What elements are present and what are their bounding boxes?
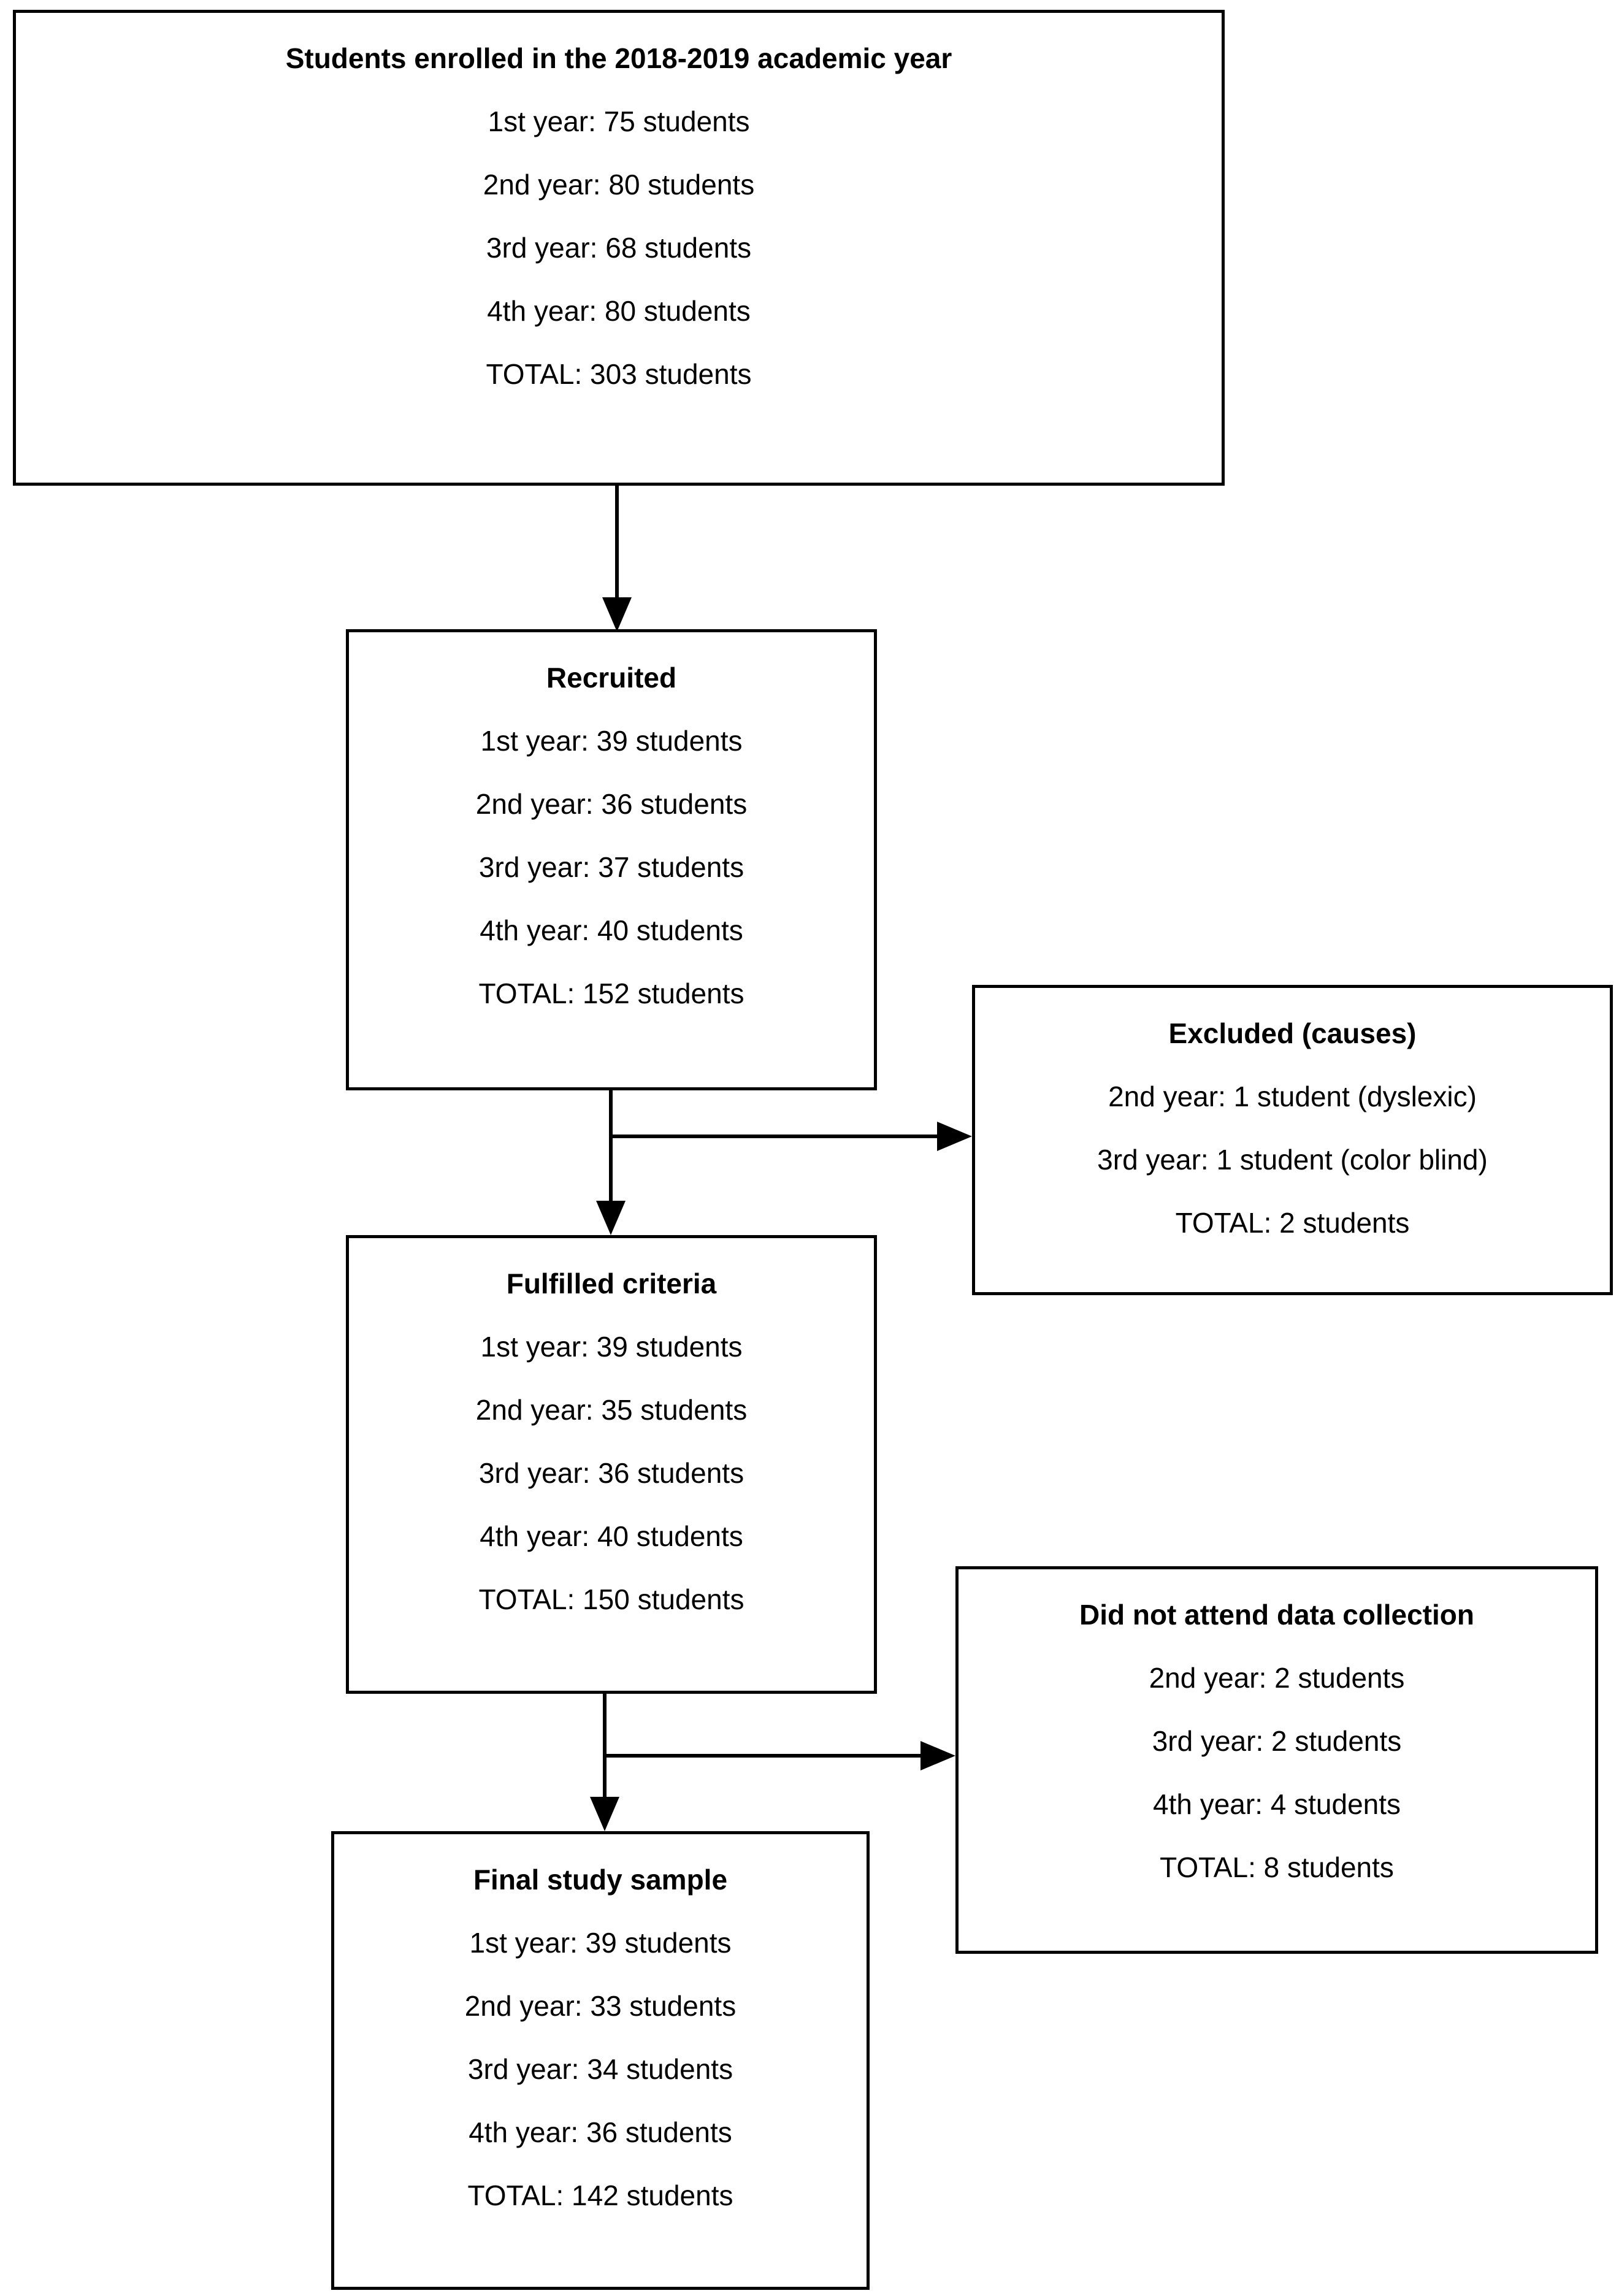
box-title: Students enrolled in the 2018-2019 acade… bbox=[285, 42, 952, 74]
arrowhead-right-icon bbox=[920, 1741, 955, 1770]
box-line: 2nd year: 80 students bbox=[483, 168, 755, 201]
box-line: 3rd year: 36 students bbox=[478, 1456, 744, 1489]
box-line: 4th year: 4 students bbox=[1152, 1788, 1401, 1820]
box-line: 1st year: 39 students bbox=[480, 1330, 743, 1363]
box-title: Recruited bbox=[546, 661, 677, 694]
box-line: TOTAL: 150 students bbox=[478, 1583, 744, 1615]
box-line: 2nd year: 36 students bbox=[475, 787, 748, 820]
arrowhead-down-icon bbox=[602, 597, 632, 632]
arrowhead-down-icon bbox=[590, 1797, 619, 1831]
box-enrolled: Students enrolled in the 2018-2019 acade… bbox=[13, 10, 1225, 486]
arrowhead-right-icon bbox=[937, 1122, 972, 1151]
box-line: 4th year: 36 students bbox=[469, 2116, 732, 2148]
box-line: 4th year: 80 students bbox=[487, 294, 751, 327]
box-title: Excluded (causes) bbox=[1168, 1017, 1417, 1049]
box-recruited: Recruited 1st year: 39 students 2nd year… bbox=[346, 629, 877, 1090]
box-line: TOTAL: 152 students bbox=[478, 977, 744, 1009]
box-line: 2nd year: 35 students bbox=[475, 1393, 748, 1426]
box-fulfilled: Fulfilled criteria 1st year: 39 students… bbox=[346, 1235, 877, 1694]
box-line: 1st year: 75 students bbox=[488, 105, 750, 137]
box-title: Fulfilled criteria bbox=[506, 1267, 717, 1299]
box-line: 1st year: 39 students bbox=[469, 1926, 732, 1959]
box-line: 2nd year: 33 students bbox=[464, 1989, 737, 2022]
box-line: TOTAL: 142 students bbox=[467, 2179, 733, 2211]
arrowhead-down-icon bbox=[596, 1201, 626, 1235]
box-line: TOTAL: 2 students bbox=[1175, 1206, 1410, 1239]
box-line: 4th year: 40 students bbox=[480, 1520, 743, 1552]
box-final-sample: Final study sample 1st year: 39 students… bbox=[331, 1831, 870, 2290]
box-line: TOTAL: 303 students bbox=[486, 358, 752, 390]
box-line: 2nd year: 1 student (dyslexic) bbox=[1108, 1080, 1477, 1112]
box-did-not-attend: Did not attend data collection 2nd year:… bbox=[955, 1566, 1598, 1954]
box-excluded: Excluded (causes) 2nd year: 1 student (d… bbox=[972, 985, 1613, 1295]
box-line: 3rd year: 2 students bbox=[1152, 1724, 1402, 1757]
box-title: Did not attend data collection bbox=[1079, 1598, 1475, 1631]
box-line: 3rd year: 1 student (color blind) bbox=[1097, 1143, 1488, 1176]
box-line: 3rd year: 34 students bbox=[467, 2053, 733, 2085]
box-line: 4th year: 40 students bbox=[480, 914, 743, 946]
box-line: 1st year: 39 students bbox=[480, 724, 743, 757]
box-line: TOTAL: 8 students bbox=[1160, 1851, 1394, 1883]
box-title: Final study sample bbox=[473, 1863, 728, 1896]
box-line: 3rd year: 37 students bbox=[478, 851, 744, 883]
box-line: 2nd year: 2 students bbox=[1149, 1661, 1405, 1694]
box-line: 3rd year: 68 students bbox=[486, 231, 752, 264]
